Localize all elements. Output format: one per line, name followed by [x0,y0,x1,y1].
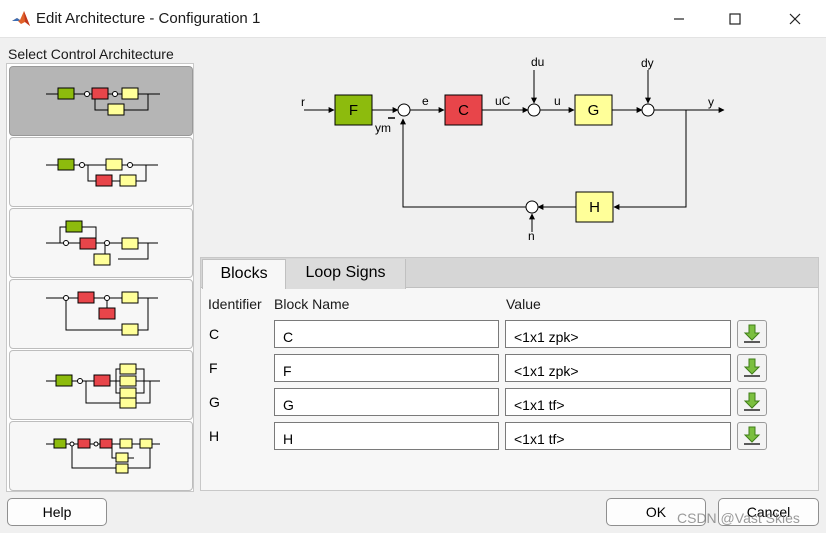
tab-loop-signs[interactable]: Loop Signs [286,259,406,289]
cancel-button[interactable]: Cancel [718,498,819,526]
architecture-5-thumbnail-icon [46,363,160,409]
close-button[interactable] [772,0,818,38]
signal-u-label: u [554,94,561,108]
block-name-field[interactable] [274,388,499,416]
block-value-field[interactable] [505,422,731,450]
download-arrow-icon [743,324,761,343]
summing-junction-n [525,200,539,214]
row-identifier: C [209,326,220,342]
signal-uc-label: uC [495,94,511,108]
tab-blocks[interactable]: Blocks [202,259,286,289]
minimize-button[interactable] [656,0,702,38]
signal-e-label: e [422,94,429,108]
row-identifier: H [209,428,220,444]
block-f [334,94,373,126]
block-value-field[interactable] [505,388,731,416]
block-c [444,94,483,126]
architecture-option-2[interactable] [9,137,193,207]
select-architecture-label: Select Control Architecture [8,46,174,62]
title-bar: Edit Architecture - Configuration 1 [0,0,826,38]
block-diagram: F C G H r ym e uC du u dy y n [301,55,725,243]
block-c-label: C [458,102,469,119]
summing-junction-dy [641,103,655,117]
window-title: Edit Architecture - Configuration 1 [36,10,261,27]
block-value-field[interactable] [505,354,731,382]
architecture-option-6[interactable] [9,421,193,491]
block-name-field[interactable] [274,354,499,382]
block-name-header: Block Name [274,296,350,312]
signal-r-label: r [301,95,305,109]
block-g [574,94,613,126]
architecture-option-5[interactable] [9,350,193,420]
download-arrow-icon [743,392,761,411]
ok-button[interactable]: OK [606,498,706,526]
architecture-option-4[interactable] [9,279,193,349]
block-name-field[interactable] [274,320,499,348]
block-f-label: F [349,102,358,119]
architecture-option-1[interactable] [9,66,193,136]
help-button[interactable]: Help [7,498,107,526]
signal-dy-label: dy [641,56,654,70]
block-h [575,191,614,223]
signal-du-label: du [531,55,544,69]
signal-n-label: n [528,229,535,243]
import-value-button[interactable] [737,354,767,382]
architecture-4-thumbnail-icon [46,291,158,336]
row-identifier: F [209,360,218,376]
import-value-button[interactable] [737,422,767,450]
close-icon [789,13,801,25]
architecture-option-3[interactable] [9,208,193,278]
blocks-panel: Blocks Loop Signs Identifier Block Name … [200,257,819,491]
row-identifier: G [209,394,220,410]
matlab-logo-icon [12,11,30,26]
maximize-icon [729,13,741,25]
signal-y-label: y [708,95,714,109]
block-value-field[interactable] [505,320,731,348]
architecture-2-thumbnail-icon [46,158,158,187]
block-h-label: H [589,199,600,216]
download-arrow-icon [743,358,761,377]
architecture-6-thumbnail-icon [46,438,160,474]
block-name-field[interactable] [274,422,499,450]
architecture-3-thumbnail-icon [46,220,158,266]
identifier-header: Identifier [208,296,262,312]
import-value-button[interactable] [737,320,767,348]
summing-junction-du [527,103,541,117]
value-header: Value [506,296,541,312]
architecture-list [6,63,194,492]
maximize-button[interactable] [712,0,758,38]
block-g-label: G [588,102,600,119]
architecture-1-thumbnail-icon [46,87,160,116]
watermark: CSDN @Vast Skies [677,510,800,526]
import-value-button[interactable] [737,388,767,416]
summing-junction-e [397,103,411,117]
tab-strip: Blocks Loop Signs [201,258,818,289]
signal-ym-label: ym [375,121,391,135]
download-arrow-icon [743,426,761,445]
minimize-icon [674,18,684,20]
